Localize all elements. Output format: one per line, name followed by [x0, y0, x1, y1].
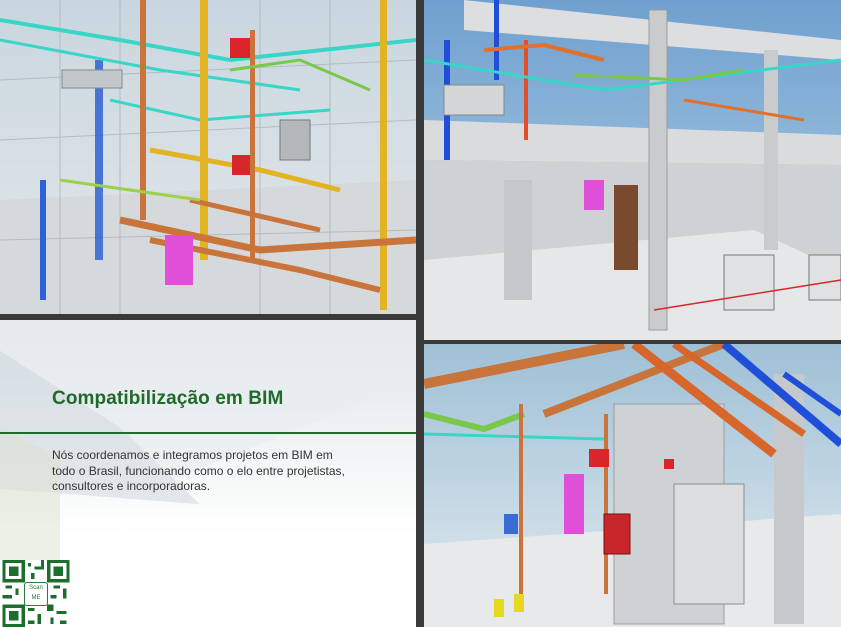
qr-label-scan: Scan: [29, 585, 43, 591]
section-headline: Compatibilização em BIM: [52, 388, 284, 409]
qr-label-me: ME: [31, 595, 41, 601]
section-description: Nós coordenamos e integramos projetos em…: [52, 448, 345, 493]
bim-render-top-left: [0, 0, 416, 314]
qr-code[interactable]: Scan ME: [0, 560, 72, 627]
qr-scan-me-badge: Scan ME: [24, 582, 48, 606]
headline-divider: [0, 432, 416, 434]
bim-render-bottom-right: [424, 344, 841, 627]
bim-render-top-right: [424, 0, 841, 340]
